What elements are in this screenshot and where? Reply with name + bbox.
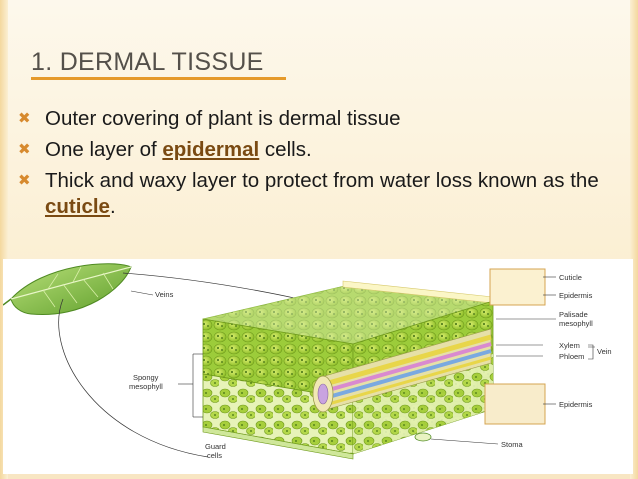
leaf-illustration — [3, 263, 132, 316]
vein-bundle — [312, 328, 492, 413]
right-edge-stripe — [630, 0, 638, 479]
term-cuticle: cuticle — [45, 195, 110, 218]
label-epidermis-bottom: Epidermis — [559, 400, 593, 409]
label-stoma: Stoma — [501, 440, 524, 449]
leaf-block — [202, 280, 494, 460]
label-epidermis-top: Epidermis — [559, 291, 593, 300]
label-palisade-1: Palisade — [559, 310, 588, 319]
label-spongy-2: mesophyll — [129, 382, 163, 391]
left-edge-stripe — [0, 0, 8, 479]
bullet-text: Outer covering of plant is dermal tissue — [45, 107, 401, 130]
epidermis-top-highlight — [489, 268, 546, 306]
stoma-shape — [414, 432, 432, 442]
label-palisade-2: mesophyll — [559, 319, 593, 328]
bullet-list: ✖ Outer covering of plant is dermal tiss… — [18, 106, 618, 225]
label-veins: Veins — [155, 290, 174, 299]
epidermis-bottom-highlight — [484, 383, 546, 425]
bullet-item-3: ✖ Thick and waxy layer to protect from w… — [18, 168, 618, 220]
leaf-cross-section-diagram: Veins Spongy mesophyll Guard cells Cutic… — [3, 259, 633, 474]
term-epidermal: epidermal — [162, 138, 260, 161]
label-cuticle: Cuticle — [559, 273, 582, 282]
bullet-text: One layer of — [45, 138, 163, 161]
x-bullet-icon: ✖ — [18, 141, 31, 158]
label-phloem: Phloem — [559, 352, 584, 361]
title-underline — [31, 77, 286, 80]
label-vein: Vein — [597, 347, 612, 356]
bullet-text-end: . — [109, 195, 116, 218]
bullet-item-2: ✖ One layer of epidermal cells. — [18, 137, 618, 163]
label-guard-2: cells — [207, 451, 222, 460]
bullet-text-end: cells. — [259, 138, 312, 161]
slide-title: 1. DERMAL TISSUE — [31, 48, 264, 76]
label-spongy-1: Spongy — [133, 373, 159, 382]
bullet-text: Thick and waxy layer to protect from wat… — [45, 169, 599, 192]
x-bullet-icon: ✖ — [18, 110, 31, 127]
label-guard-1: Guard — [205, 442, 226, 451]
x-bullet-icon: ✖ — [18, 172, 31, 189]
label-xylem: Xylem — [559, 341, 580, 350]
bullet-item-1: ✖ Outer covering of plant is dermal tiss… — [18, 106, 618, 132]
